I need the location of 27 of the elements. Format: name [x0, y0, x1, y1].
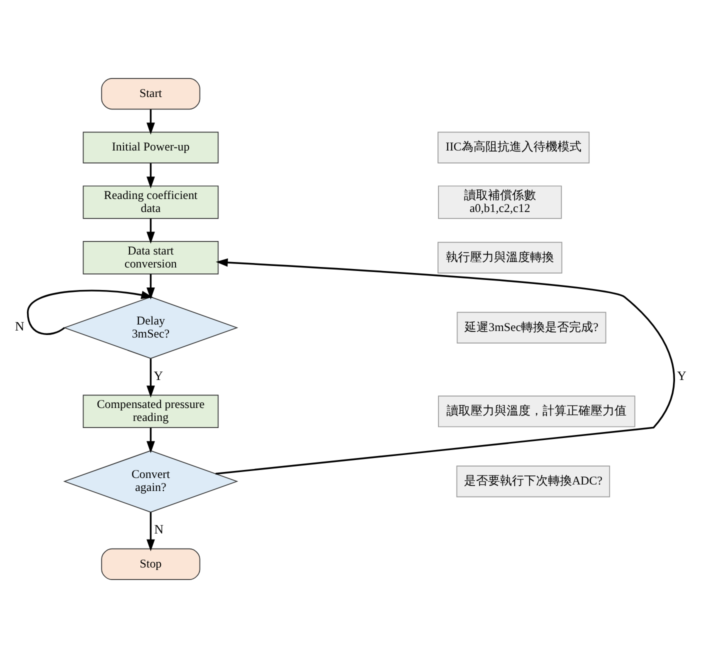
arrow: [146, 274, 155, 300]
node-box: Initial Power-up: [82, 132, 219, 164]
arrow: [146, 109, 155, 135]
node-box: 讀取補償係數 a0,b1,c2,c12: [438, 186, 562, 219]
node-box: Reading coefficient data: [82, 186, 219, 219]
node-diamond: Delay 3mSec?: [63, 296, 238, 359]
edge-label: Y: [154, 368, 164, 383]
edge-label: N: [154, 522, 164, 536]
node-box: 讀取壓力與溫度，計算正確壓力值: [438, 396, 636, 428]
arrow: [146, 358, 155, 398]
node-box: IIC為高阻抗進入待機模式: [438, 132, 590, 164]
arrow: [216, 258, 675, 475]
node-box: Data start conversion: [82, 241, 219, 274]
node-box: Compensated pressure reading: [82, 394, 219, 428]
node-box: Start: [101, 78, 200, 110]
node-box: 執行壓力與溫度轉換: [438, 242, 562, 274]
arrow: [146, 163, 155, 189]
arrow: [146, 512, 155, 552]
arrow: [26, 290, 154, 335]
edge-label: Y: [677, 368, 686, 383]
arrow: [146, 218, 155, 244]
arrow: [146, 428, 155, 454]
edge-label: N: [15, 320, 24, 334]
node-box: Stop: [101, 548, 200, 580]
node-box: 延遲3mSec轉換是否完成?: [456, 312, 606, 344]
node-diamond: Convert again?: [63, 450, 238, 513]
node-box: 是否要執行下次轉換ADC?: [456, 466, 610, 498]
